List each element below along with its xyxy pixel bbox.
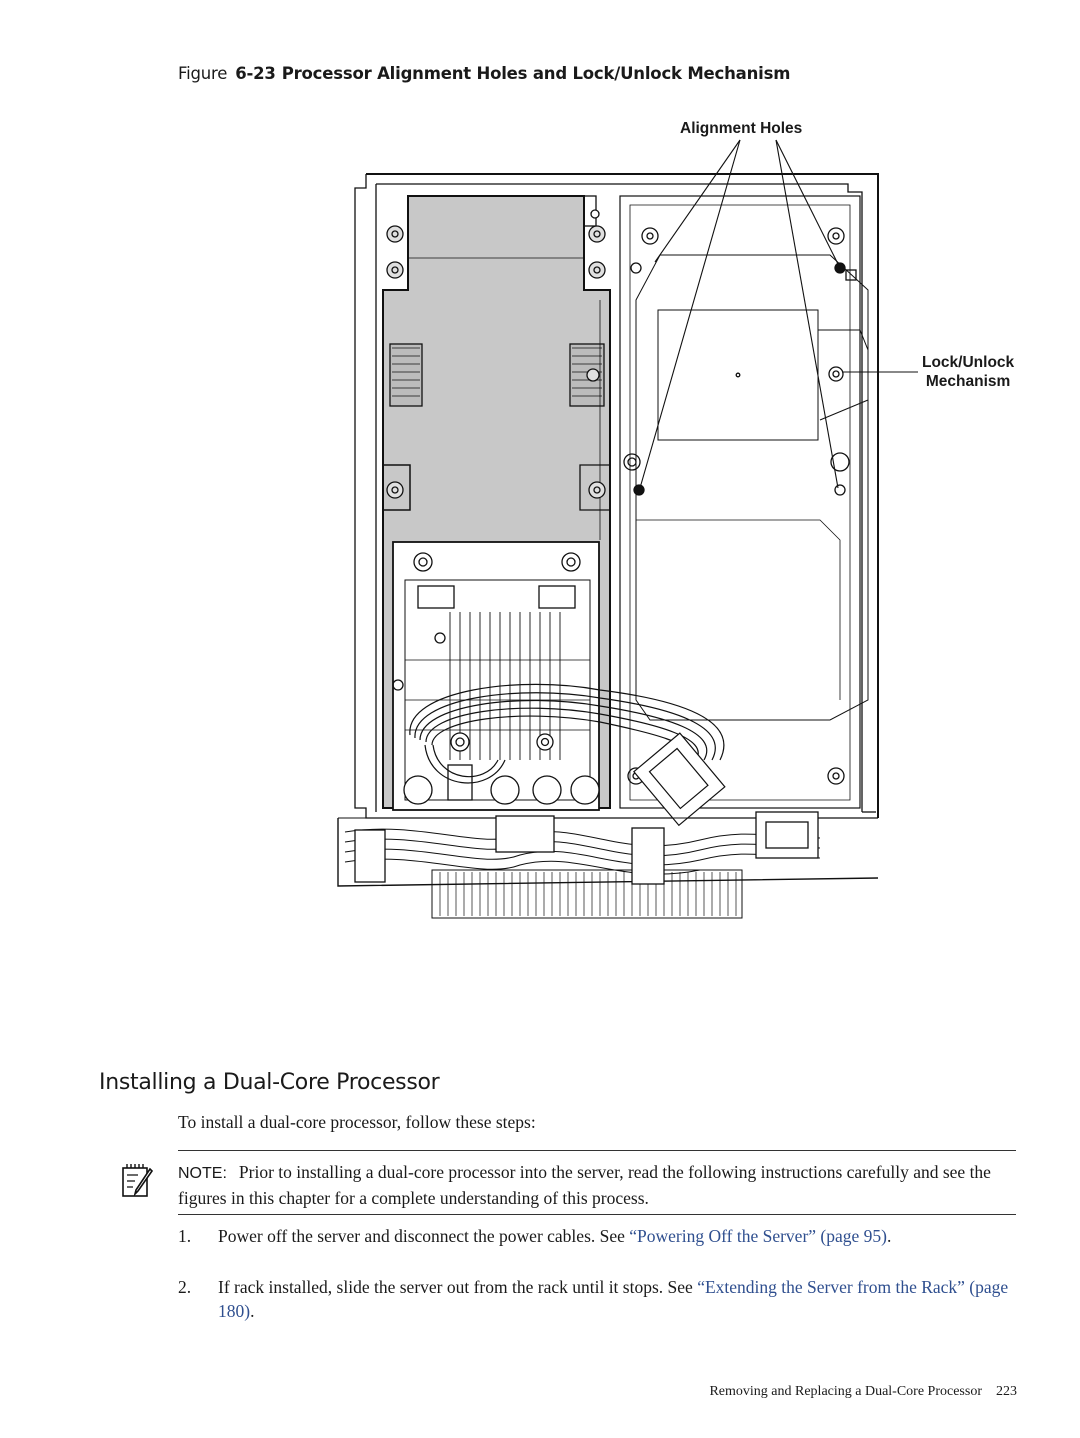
- step-number: 1.: [178, 1226, 192, 1246]
- step-1: 1. Power off the server and disconnect t…: [178, 1224, 1018, 1248]
- bottom-board: [337, 811, 879, 919]
- processor-diagram: [337, 139, 918, 919]
- section-heading: Installing a Dual-Core Processor: [99, 1070, 440, 1095]
- callout-lock-unlock-line1: Lock/Unlock: [922, 354, 1015, 371]
- note-bottom-rule: [178, 1214, 1016, 1215]
- page-number: 223: [996, 1384, 1017, 1399]
- note-pencil-icon: [122, 1164, 154, 1197]
- figure-title: Processor Alignment Holes and Lock/Unloc…: [281, 64, 791, 83]
- socket-area: [619, 195, 869, 809]
- intro-text: To install a dual-core processor, follow…: [178, 1112, 536, 1132]
- callout-alignment-holes: Alignment Holes: [680, 120, 803, 137]
- powering-off-link[interactable]: “Powering Off the Server” (page 95): [629, 1226, 887, 1246]
- shroud-screws: [386, 209, 606, 499]
- step-text: Power off the server and disconnect the …: [218, 1226, 892, 1246]
- step-2: 2. If rack installed, slide the server o…: [178, 1275, 1018, 1323]
- figure-label: Figure: [178, 64, 228, 83]
- heatsink: [392, 541, 600, 811]
- note-top-rule: [178, 1150, 1016, 1151]
- note-label: NOTE:: [178, 1165, 227, 1182]
- note-text: Prior to installing a dual-core processo…: [178, 1162, 991, 1208]
- power-cable: [409, 683, 726, 827]
- step-number: 2.: [178, 1277, 192, 1297]
- footer-chapter: Removing and Replacing a Dual-Core Proce…: [709, 1384, 982, 1399]
- note-block: NOTE:Prior to installing a dual-core pro…: [178, 1160, 1018, 1210]
- figure-caption: Figure 6-23 Processor Alignment Holes and …: [178, 64, 790, 83]
- step-text: If rack installed, slide the server out …: [218, 1277, 1009, 1321]
- page-footer: Removing and Replacing a Dual-Core Proce…: [709, 1384, 1017, 1400]
- callout-lock-unlock: Lock/Unlock Mechanism: [922, 353, 1014, 391]
- callout-leaders: [639, 139, 918, 489]
- callout-lock-unlock-line2: Mechanism: [925, 373, 1011, 390]
- extending-server-link[interactable]: “Extending the Server from the Rack” (pa…: [218, 1277, 1009, 1321]
- figure-number: 6-23: [235, 64, 276, 83]
